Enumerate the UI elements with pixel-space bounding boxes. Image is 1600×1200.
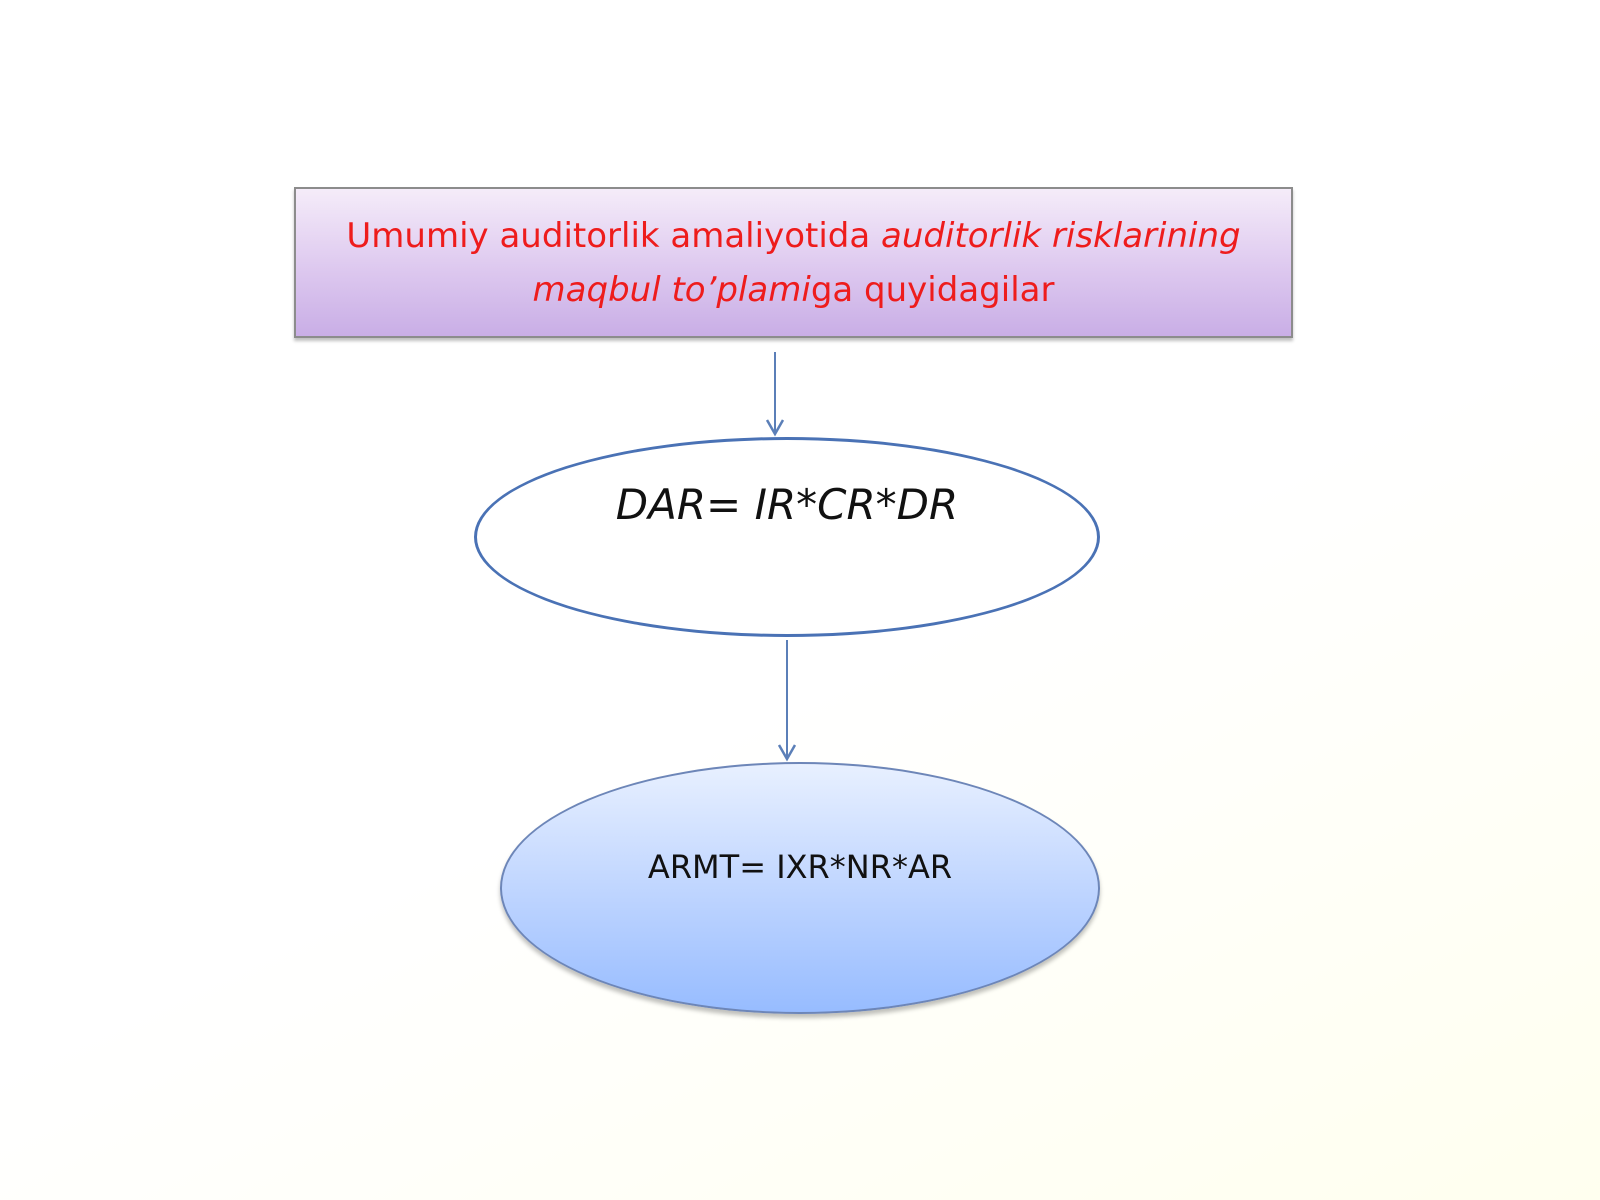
- title-segment-3: ga quyidagilar: [810, 269, 1055, 310]
- arrowhead-dar-to-armt: [777, 744, 797, 762]
- formula-armt: ARMT= IXR*NR*AR: [647, 848, 953, 886]
- title-box: Umumiy auditorlik amaliyotida auditorlik…: [294, 187, 1293, 338]
- formula-ellipse-armt: [500, 762, 1100, 1014]
- formula-ellipse-dar: [474, 437, 1100, 637]
- title-segment-1: Umumiy auditorlik amaliyotida: [346, 215, 881, 256]
- title-segment-2: auditorlik risklarining maqbul to’plami: [532, 215, 1241, 310]
- formula-dar: DAR= IR*CR*DR: [615, 480, 959, 529]
- title-text: Umumiy auditorlik amaliyotida auditorlik…: [310, 209, 1277, 317]
- arrowhead-title-to-dar: [765, 419, 785, 437]
